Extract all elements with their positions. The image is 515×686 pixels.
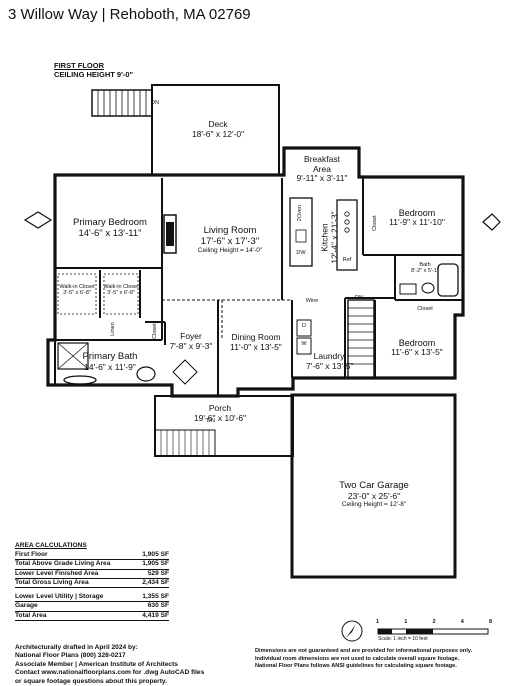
credits: Architecturally drafted in April 2024 by… [15, 644, 205, 685]
dryer [296, 319, 312, 337]
deck-outline [151, 84, 280, 176]
house-exterior-wall [46, 146, 465, 398]
interior-stair [347, 299, 375, 379]
scale-bar [341, 620, 489, 642]
bathtub [437, 263, 459, 297]
fireplace [163, 214, 177, 254]
floor-name: FIRST FLOOR [54, 61, 104, 70]
disclaimer: Dimensions are not guaranteed and are pr… [255, 648, 473, 669]
floor-label: FIRST FLOOR CEILING HEIGHT 9'-0" [54, 61, 133, 79]
deck-stair-treads [97, 90, 147, 116]
kitchen-island [289, 197, 313, 267]
freestanding-tub [63, 375, 97, 385]
porch-outline [154, 395, 294, 457]
scale-caption: Scale: 1 inch = 10 feet [378, 636, 428, 642]
shower [57, 342, 89, 370]
washer [296, 337, 312, 355]
kitchen-counter [336, 199, 358, 271]
garage-outline [290, 393, 457, 579]
page-title: 3 Willow Way | Rehoboth, MA 02769 [8, 6, 251, 23]
scale-ticks: 1 1 2 4 8 [376, 619, 492, 625]
area-calculations-header: AREA CALCULATIONS [15, 542, 87, 549]
floor-ceiling: CEILING HEIGHT 9'-0" [54, 70, 134, 79]
